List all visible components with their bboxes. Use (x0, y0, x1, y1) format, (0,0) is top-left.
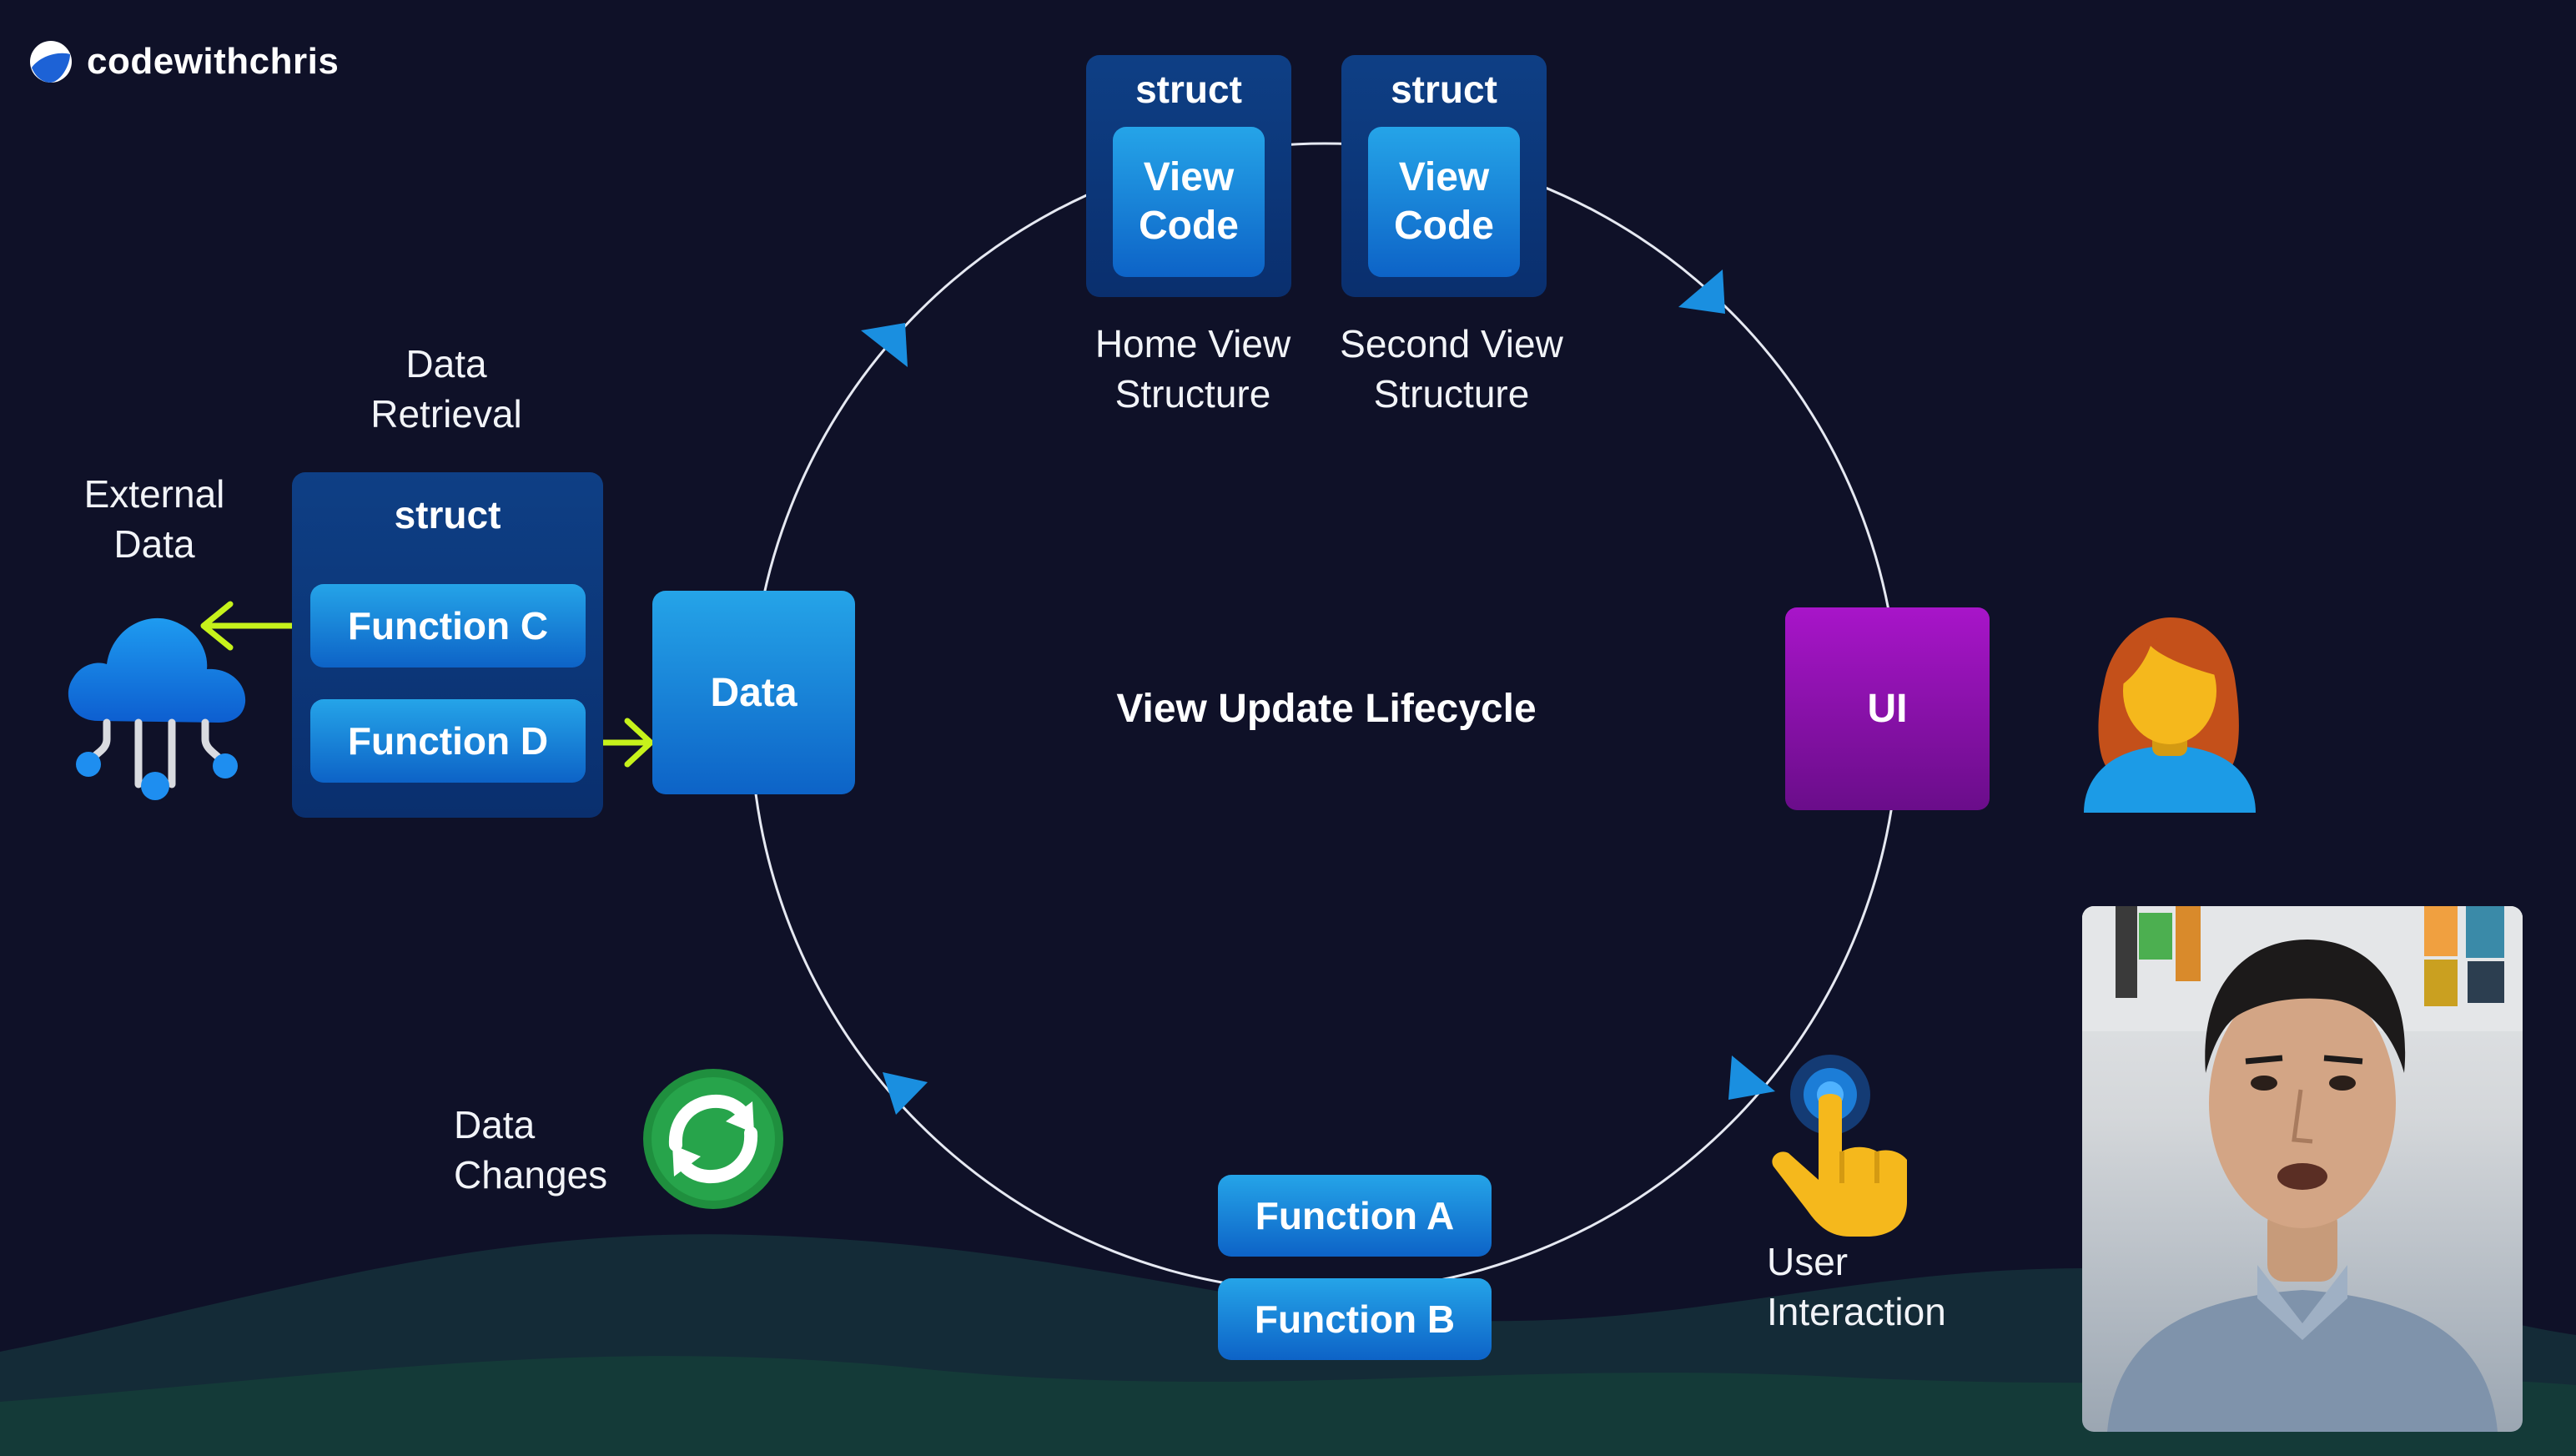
home-view-code-box: View Code (1113, 127, 1265, 277)
ui-node: UI (1785, 607, 1990, 810)
data-retrieval-heading: Data Retrieval (370, 342, 522, 436)
brand-name: codewithchris (87, 41, 340, 82)
data-node: Data (652, 591, 855, 794)
cycle-arrow-top-right (1678, 270, 1725, 314)
tap-hand-icon (1772, 1055, 1907, 1237)
cycle-arrow-bottom-left (883, 1072, 928, 1115)
codewithchris-logo-icon (30, 41, 72, 83)
function-a-box: Function A (1218, 1175, 1492, 1257)
function-c-box: Function C (310, 584, 586, 668)
struct-label: struct (1135, 68, 1242, 111)
woman-avatar-icon (2084, 617, 2256, 813)
lifecycle-title: View Update Lifecycle (1116, 687, 1537, 731)
function-b-box: Function B (1218, 1278, 1492, 1360)
refresh-icon (643, 1069, 783, 1209)
cycle-arrow-bottom-right (1728, 1055, 1775, 1100)
struct-label: struct (394, 493, 501, 537)
home-view-caption: Home View Structure (1094, 322, 1291, 416)
function-d-box: Function D (310, 699, 586, 783)
struct-label: struct (1391, 68, 1497, 111)
brand-logo[interactable]: codewithchris (28, 37, 339, 87)
second-view-struct: struct View Code (1341, 55, 1547, 297)
presenter-image (2082, 906, 2523, 1432)
presenter-video[interactable] (2082, 906, 2523, 1432)
data-retrieval-struct: struct Function C Function D (292, 472, 603, 818)
home-view-struct: struct View Code (1086, 55, 1291, 297)
external-data-caption: External Data (83, 472, 225, 566)
cycle-arrow-top-left (861, 323, 908, 367)
second-view-caption: Second View Structure (1340, 322, 1563, 416)
data-changes-caption: Data Changes (454, 1103, 608, 1197)
cloud-data-icon (68, 617, 246, 800)
second-view-code-box: View Code (1368, 127, 1520, 277)
user-interaction-caption: User Interaction (1767, 1240, 1946, 1333)
